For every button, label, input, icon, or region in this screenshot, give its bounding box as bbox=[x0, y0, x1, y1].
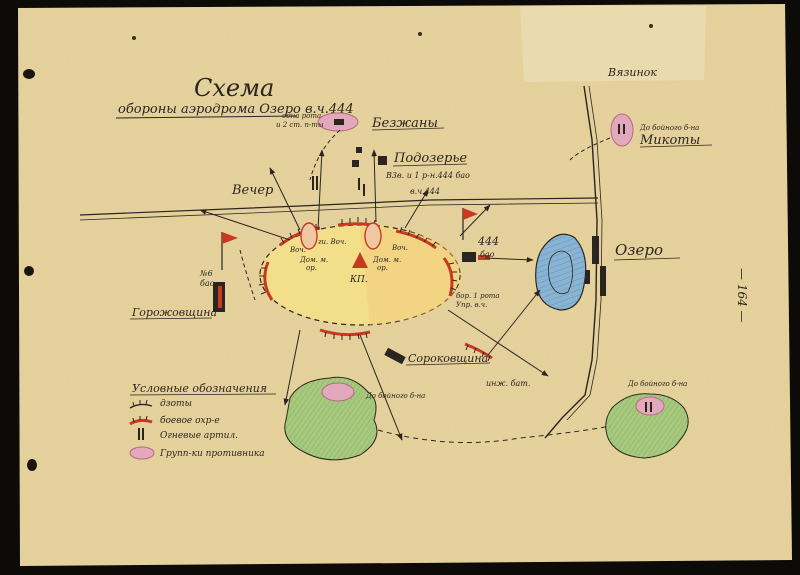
place-ozero-underline bbox=[613, 257, 681, 261]
bao444-number: 444 bbox=[477, 235, 499, 248]
trench-south bbox=[319, 328, 371, 337]
forest-south-east-hatch bbox=[605, 393, 689, 458]
forest-south-west-hatch bbox=[284, 377, 377, 460]
command-post-label: КП. bbox=[349, 275, 368, 285]
place-bezhany-underline bbox=[371, 127, 445, 131]
aa-position-left bbox=[300, 222, 318, 250]
artillery-icon-bar bbox=[142, 428, 144, 440]
enemy-group-forest-west bbox=[321, 382, 355, 402]
enemy-group-mikoty bbox=[610, 113, 634, 147]
road-north-south bbox=[544, 85, 598, 439]
pin-hole bbox=[418, 32, 422, 36]
red-flag-west bbox=[221, 232, 238, 270]
legend-label: Огневые артил. bbox=[160, 431, 238, 441]
bao444-sub: бао bbox=[480, 250, 495, 259]
artillery-positions bbox=[312, 119, 652, 412]
road-north-south-edge bbox=[566, 85, 603, 421]
legend-item-artillery: Огневые артил. bbox=[138, 428, 238, 441]
do-bat-mikoty: До бойного б-на bbox=[639, 124, 699, 132]
legend-item-enemy: Групп-ки противника bbox=[129, 446, 265, 460]
legend-item-boevoe: боевое охр-е bbox=[129, 415, 220, 426]
trench-east bbox=[442, 257, 454, 297]
bao-444-position bbox=[478, 255, 490, 260]
punch-hole bbox=[23, 69, 35, 79]
sorokovshchina-block bbox=[384, 347, 406, 365]
red-flag-podozerye bbox=[462, 208, 478, 240]
bezhany-unit-line2: и 2 ст. п-ты bbox=[276, 121, 324, 129]
village-ozero-block bbox=[600, 266, 606, 296]
hatched-arc-icon-ticks bbox=[132, 399, 148, 407]
pin-hole bbox=[649, 24, 653, 28]
airfield-shading bbox=[360, 226, 460, 325]
voch-right-label: Воч. bbox=[391, 244, 408, 252]
place-sorokovshchina-underline bbox=[405, 362, 491, 366]
map-subtitle: обороны аэродрома Озеро в.ч.444 bbox=[118, 102, 354, 117]
glued-paper-strip bbox=[520, 6, 706, 82]
enemy-group-icon bbox=[129, 446, 155, 460]
command-post-flag bbox=[352, 252, 368, 268]
dashed-route-mikoty bbox=[569, 137, 611, 161]
zap-unit-line1: бор. 1 рота bbox=[456, 292, 500, 300]
dom-right-label-a: Дом. м. bbox=[372, 256, 401, 264]
podozerye-unit: В3в. и 1 р-н.444 бао bbox=[385, 171, 470, 180]
dom-left-label-b: ор. bbox=[306, 264, 317, 272]
map-title: Схема bbox=[194, 74, 274, 102]
place-podozerye: Подозерье bbox=[393, 151, 467, 166]
bezhany-unit-line1: одна рота bbox=[282, 112, 321, 120]
punch-hole bbox=[27, 459, 37, 471]
red-hatched-arc-icon bbox=[129, 418, 153, 426]
legend-label: Групп-ки противника bbox=[159, 449, 265, 459]
place-ozero: Озеро bbox=[615, 241, 663, 259]
legend-title: Условные обозначения bbox=[132, 382, 267, 395]
subtitle-underline bbox=[115, 115, 298, 119]
trench-west bbox=[263, 261, 274, 301]
voch-left-label: Воч. bbox=[289, 246, 306, 254]
legend-label: боевое охр-е bbox=[160, 415, 220, 426]
bao-6-position-red bbox=[218, 286, 222, 308]
bao6-number: №6 bbox=[199, 269, 213, 278]
hatched-arc-icon bbox=[129, 403, 153, 409]
do-bat-bottom: До бойного б-на bbox=[365, 392, 425, 400]
dom-left-label-a: Дом. м. bbox=[299, 256, 328, 264]
pin-hole bbox=[132, 36, 136, 40]
artillery-icon bbox=[138, 428, 140, 440]
dashed-route-bezhany bbox=[309, 129, 341, 181]
place-gorozhovshchina-underline bbox=[129, 317, 213, 320]
zap-unit-line2: Упр. в.ч. bbox=[456, 301, 487, 309]
place-sorokovshchina: Сороковщина bbox=[408, 352, 488, 365]
aa-position-right bbox=[364, 222, 382, 250]
legend-title-underline bbox=[129, 393, 277, 396]
place-vyazhinok: Вязинок bbox=[607, 66, 657, 79]
legend: Условные обозначения дзоты боевое охр-е … bbox=[129, 382, 277, 460]
place-bezhany: Безжаны bbox=[371, 116, 438, 131]
place-mikoty: Микоты bbox=[639, 133, 700, 148]
bao-444-position bbox=[462, 252, 476, 262]
trench-hatching bbox=[258, 217, 491, 362]
place-gorozhovshchina: Горожовщина bbox=[131, 306, 217, 319]
page-number: — 164 — bbox=[735, 268, 749, 323]
lake-ozero-hatch bbox=[535, 234, 586, 310]
movement-arrows bbox=[199, 149, 549, 441]
red-hatched-arc-icon-ticks bbox=[132, 415, 148, 423]
do-bat-right: До бойного б-на bbox=[627, 380, 687, 388]
dashed-route-forests bbox=[377, 425, 611, 443]
village-ozero-block bbox=[592, 236, 599, 264]
lake-inner-contour bbox=[548, 250, 573, 295]
place-mikoty-underline bbox=[639, 144, 713, 148]
gi-voch-label: ги. Воч. bbox=[318, 238, 346, 246]
road-west-east bbox=[79, 197, 599, 216]
inzh-bat-label: инж. бат. bbox=[486, 379, 530, 388]
place-podozerye-underline bbox=[392, 163, 468, 167]
place-vecher: Вечер bbox=[231, 183, 274, 198]
dashed-route-west bbox=[239, 249, 256, 301]
vecher-unit: в.ч.444 bbox=[410, 187, 440, 196]
dom-right-label-b: ор. bbox=[377, 264, 388, 272]
village-ozero-block bbox=[585, 270, 590, 284]
road-west-east-edge bbox=[79, 202, 599, 221]
legend-label: дзоты bbox=[160, 399, 192, 409]
bao6-sub: бао bbox=[200, 279, 215, 288]
punch-hole bbox=[24, 266, 34, 276]
legend-item-dzoty: дзоты bbox=[129, 399, 192, 409]
